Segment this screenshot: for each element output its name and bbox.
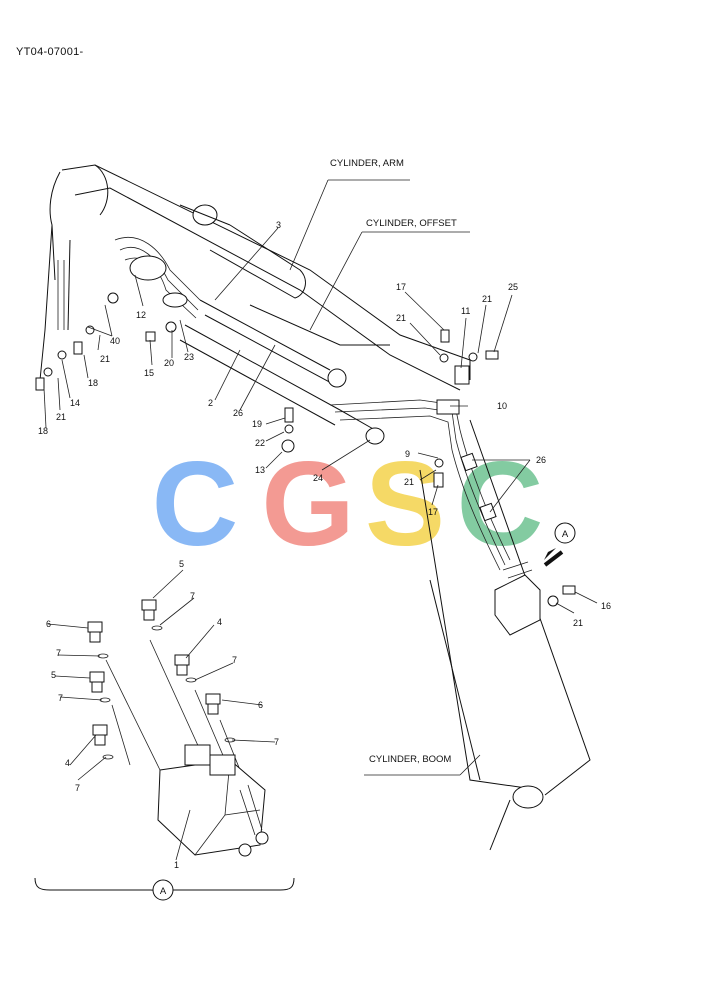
part-label: 17 (396, 282, 406, 292)
part-number-labels: 3 12 40 21 18 14 21 18 15 20 23 2 26 19 … (38, 220, 611, 628)
part-label: 5 (179, 559, 184, 569)
watermark-letter-g: G (261, 437, 354, 571)
part-label: 21 (100, 354, 110, 364)
callout-cylinder-boom: CYLINDER, BOOM (369, 754, 451, 765)
part-label: 25 (508, 282, 518, 292)
part-label: 24 (313, 473, 323, 483)
part-label: 16 (601, 601, 611, 611)
fitting-6-right (205, 693, 221, 715)
boom-arm-assembly: A (35, 164, 591, 851)
watermark-letter-c1: C (152, 437, 239, 571)
leader-lines (43, 179, 598, 776)
part-label: 6 (46, 619, 51, 629)
part-label: 4 (65, 758, 70, 768)
part-label: 21 (404, 477, 414, 487)
fitting-6-left (87, 621, 103, 643)
part-label: 14 (70, 398, 80, 408)
document-code: YT04-07001- (16, 46, 84, 58)
part-label: 18 (38, 426, 48, 436)
part-label: 17 (428, 507, 438, 517)
callout-cylinder-arm: CYLINDER, ARM (330, 158, 404, 169)
part-label: 2 (208, 398, 213, 408)
fitting-4-left (92, 724, 108, 746)
part-label: 4 (217, 617, 222, 627)
part-label: 7 (190, 591, 195, 601)
part-label: 7 (75, 783, 80, 793)
part-label: 9 (405, 449, 410, 459)
part-label: 23 (184, 352, 194, 362)
fitting-4-right (174, 654, 190, 676)
part-label: 7 (274, 737, 279, 747)
part-label: 7 (58, 693, 63, 703)
part-label: 12 (136, 310, 146, 320)
watermark: C G S C (152, 437, 544, 571)
part-label: 20 (164, 358, 174, 368)
part-label: 21 (56, 412, 66, 422)
detail-view-a: A 5 7 6 4 7 7 5 7 6 7 4 7 1 (34, 559, 295, 901)
part-label: 7 (56, 648, 61, 658)
part-label: 22 (255, 438, 265, 448)
part-label: 18 (88, 378, 98, 388)
part-label: 40 (110, 336, 120, 346)
callout-cylinder-offset: CYLINDER, OFFSET (366, 218, 457, 229)
part-label: 1 (174, 860, 179, 870)
part-label: 26 (536, 455, 546, 465)
part-label: 15 (144, 368, 154, 378)
detail-marker-a: A (562, 529, 569, 540)
part-label: 21 (482, 294, 492, 304)
part-label: 21 (573, 618, 583, 628)
part-label: 5 (51, 670, 56, 680)
fitting-5-top (141, 599, 157, 621)
part-label: 6 (258, 700, 263, 710)
detail-view-a-label: A (160, 886, 167, 897)
part-label: 26 (233, 408, 243, 418)
part-label: 13 (255, 465, 265, 475)
part-label: 3 (276, 220, 281, 230)
part-label: 7 (232, 655, 237, 665)
part-label: 10 (497, 401, 507, 411)
fitting-5-left (89, 671, 105, 693)
watermark-letter-s: S (365, 437, 445, 571)
part-label: 19 (252, 419, 262, 429)
part-label: 21 (396, 313, 406, 323)
part-label: 11 (461, 306, 470, 316)
